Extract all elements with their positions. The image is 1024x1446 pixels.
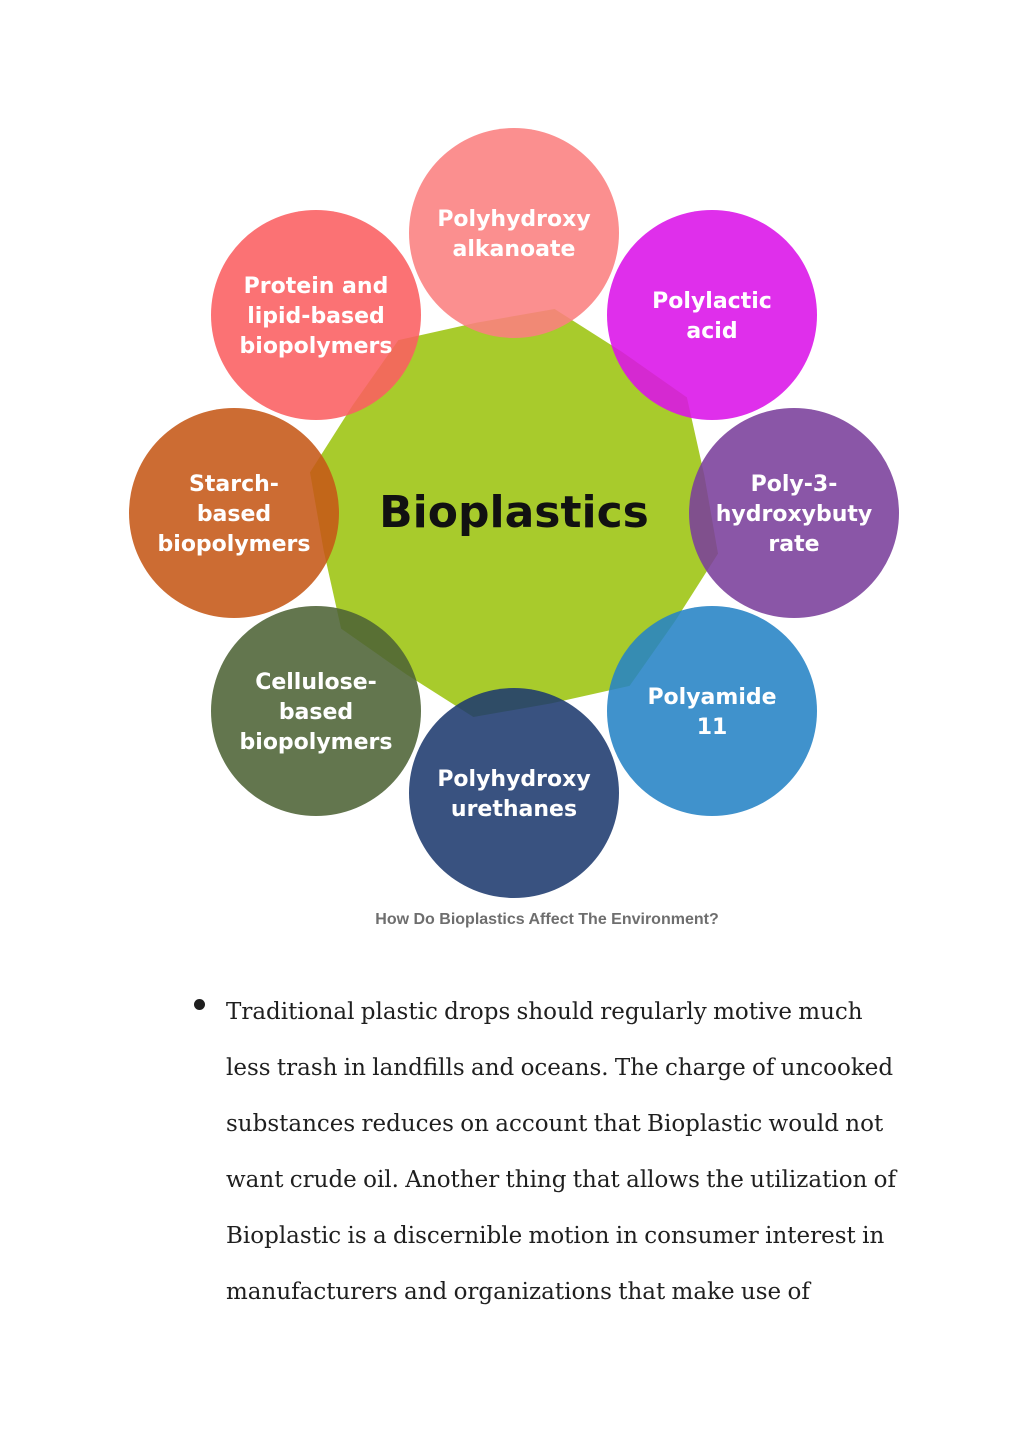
category-label: rate bbox=[768, 532, 819, 557]
category-node: Polylactic acid bbox=[607, 210, 817, 420]
category-label: Protein and bbox=[244, 274, 389, 299]
category-label: Polyhydroxy bbox=[437, 207, 590, 232]
paragraph-line: less trash in landfills and oceans. The … bbox=[226, 1055, 894, 1081]
category-label: 11 bbox=[697, 715, 728, 740]
category-circle bbox=[409, 688, 619, 898]
paragraph-line: want crude oil. Another thing that allow… bbox=[226, 1167, 897, 1193]
category-label: hydroxybuty bbox=[716, 502, 873, 527]
paragraph-line: Traditional plastic drops should regular… bbox=[226, 999, 863, 1025]
category-label: acid bbox=[686, 319, 737, 344]
bullet-paragraph: Traditional plastic drops should regular… bbox=[226, 984, 906, 1320]
category-label: Polyhydroxy bbox=[437, 767, 590, 792]
category-label: urethanes bbox=[451, 797, 577, 822]
category-label: Polyamide bbox=[647, 685, 776, 710]
category-circle bbox=[211, 210, 421, 420]
category-node: Poly-3- hydroxybuty rate bbox=[689, 408, 899, 618]
category-node: Polyamide 11 bbox=[607, 606, 817, 816]
category-label: biopolymers bbox=[158, 532, 311, 557]
category-label: based bbox=[279, 700, 353, 725]
category-circle bbox=[689, 408, 899, 618]
bioplastics-center-label: Bioplastics bbox=[379, 487, 649, 538]
category-label: Starch- bbox=[189, 472, 279, 497]
paragraph-line: manufacturers and organizations that mak… bbox=[226, 1279, 810, 1305]
category-circle bbox=[607, 606, 817, 816]
category-node: Polyhydroxy alkanoate bbox=[409, 128, 619, 338]
category-node: Starch-based biopolymers bbox=[129, 408, 339, 618]
category-circle bbox=[607, 210, 817, 420]
category-label: Poly-3- bbox=[751, 472, 838, 497]
category-circle bbox=[409, 128, 619, 338]
category-label: lipid-based bbox=[247, 304, 385, 329]
figure-caption: How Do Bioplastics Affect The Environmen… bbox=[375, 911, 719, 928]
category-node: Protein and lipid-based biopolymers bbox=[211, 210, 421, 420]
paragraph-line: substances reduces on account that Biopl… bbox=[226, 1111, 884, 1137]
category-label: Polylactic bbox=[652, 289, 772, 314]
category-circle bbox=[129, 408, 339, 618]
category-node: Polyhydroxy urethanes bbox=[409, 688, 619, 898]
bioplastics-diagram: Bioplastics PolyhydroxyalkanoatePolylact… bbox=[129, 128, 899, 898]
bioplastics-center-shape bbox=[310, 309, 718, 717]
category-label: biopolymers bbox=[240, 730, 393, 755]
category-node: Cellulose-based biopolymers bbox=[211, 606, 421, 816]
category-label: Cellulose- bbox=[255, 670, 377, 695]
category-label: biopolymers bbox=[240, 334, 393, 359]
category-label: alkanoate bbox=[453, 237, 576, 262]
category-label: based bbox=[197, 502, 271, 527]
paragraph-line: Bioplastic is a discernible motion in co… bbox=[226, 1223, 885, 1249]
bullet-point-marker bbox=[194, 999, 205, 1010]
category-circle bbox=[211, 606, 421, 816]
